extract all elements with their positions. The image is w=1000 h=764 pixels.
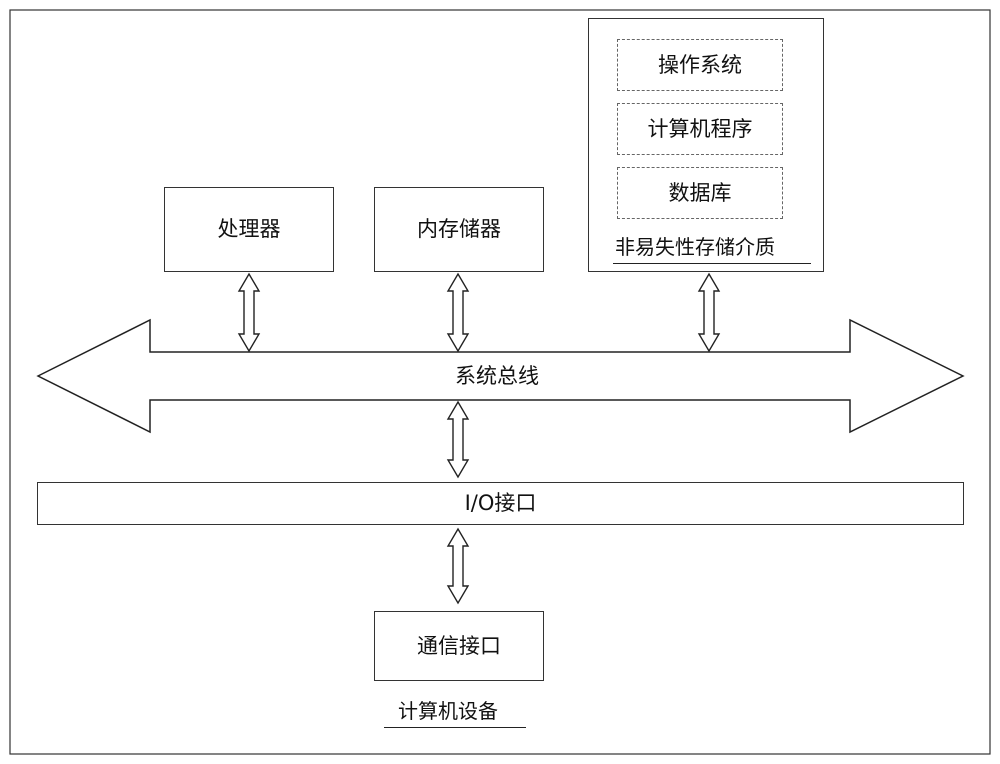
- processor-bus-connector: [237, 272, 261, 353]
- os-item: 操作系统: [617, 39, 783, 91]
- device-label-underline: [384, 727, 526, 728]
- system-bus-label: 系统总线: [455, 364, 539, 388]
- database-label: 数据库: [668, 180, 732, 205]
- device-label: 计算机设备: [398, 699, 498, 723]
- io-interface-label: I/O接口: [464, 491, 537, 515]
- io-network-connector: [446, 527, 470, 605]
- system-bus-arrow: [36, 318, 965, 434]
- os-label: 操作系统: [658, 52, 742, 77]
- network-interface-label: 通信接口: [417, 633, 501, 658]
- storage-title-underline: [613, 263, 811, 264]
- processor-label: 处理器: [217, 217, 281, 241]
- processor-box: 处理器: [164, 187, 334, 272]
- storage-title: 非易失性存储介质: [615, 235, 775, 259]
- memory-label: 内存储器: [417, 217, 501, 241]
- storage-bus-connector: [697, 272, 721, 353]
- io-interface-box: I/O接口: [37, 482, 964, 525]
- storage-box: 操作系统 计算机程序 数据库 非易失性存储介质: [588, 18, 824, 272]
- program-item: 计算机程序: [617, 103, 783, 155]
- network-interface-box: 通信接口: [374, 611, 544, 681]
- program-label: 计算机程序: [647, 116, 753, 141]
- database-item: 数据库: [617, 167, 783, 219]
- outer-frame: [9, 9, 991, 755]
- memory-bus-connector: [446, 272, 470, 353]
- memory-box: 内存储器: [374, 187, 544, 272]
- bus-io-connector: [446, 400, 470, 479]
